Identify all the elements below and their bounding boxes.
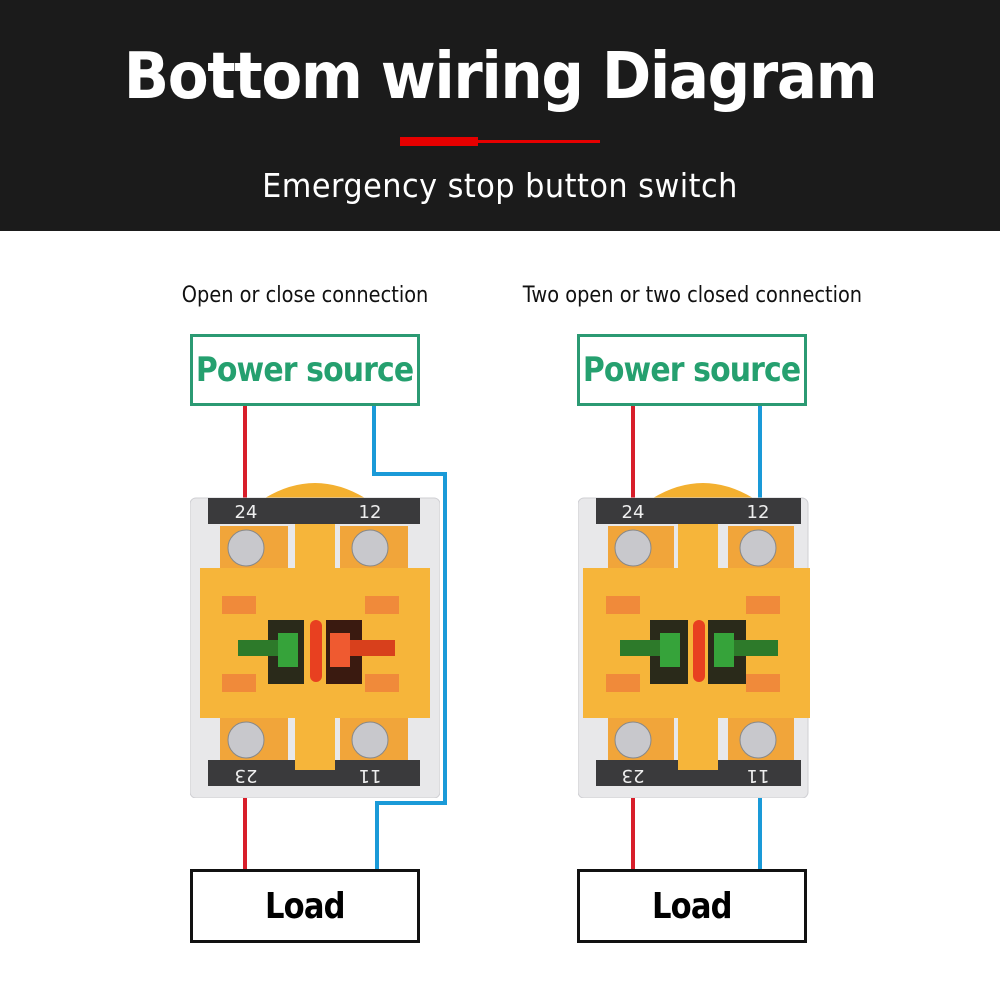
diagram-2-terminal-11: 11	[747, 765, 770, 786]
diagram-2-screw-23	[614, 721, 652, 759]
diagram-2-terminal-23: 23	[622, 765, 645, 786]
diagram-2-screw-24	[614, 529, 652, 567]
diagram-2-screw-11	[739, 721, 777, 759]
diagram-1-screw-24	[227, 529, 265, 567]
diagram-1-caption: Open or close connection	[181, 283, 429, 308]
diagram-1-terminal-12: 12	[359, 502, 382, 523]
diagram-2-switch-illustration: 24 12 23 11	[578, 483, 810, 798]
diagram-2-switch-block: 24 12 23 11	[578, 468, 828, 798]
diagram-1-switch-block: 24 12 23 11	[190, 468, 440, 798]
diagram-2-caption: Two open or two closed connection	[522, 283, 863, 308]
title-underline-accent	[400, 137, 478, 146]
diagram-1-terminal-23: 23	[235, 765, 258, 786]
diagram-2-terminal-24: 24	[622, 502, 645, 523]
diagram-1-screw-23	[227, 721, 265, 759]
diagram-1-blue-wire	[372, 406, 447, 869]
diagram-1-load-label: Load	[265, 885, 346, 927]
diagram-1-terminal-11: 11	[359, 765, 382, 786]
diagram-1-screw-11	[351, 721, 389, 759]
diagram-2-power-source-label: Power source	[583, 350, 801, 390]
header-banner: Bottom wiring Diagram Emergency stop but…	[0, 0, 1000, 231]
diagram-1-terminal-24: 24	[235, 502, 258, 523]
diagram-2-load-box: Load	[577, 869, 807, 943]
diagram-1-red-contact	[330, 633, 350, 667]
diagram-2-load-label: Load	[652, 885, 733, 927]
diagram-1-power-source-box: Power source	[190, 334, 420, 406]
diagram-2-screw-12	[739, 529, 777, 567]
diagram-1-switch-illustration: 24 12 23 11	[190, 483, 440, 798]
diagram-1-load-box: Load	[190, 869, 420, 943]
diagram-2-terminal-12: 12	[747, 502, 770, 523]
diagram-2-power-source-box: Power source	[577, 334, 807, 406]
diagram-1-green-contact	[278, 633, 298, 667]
diagram-1-power-source-label: Power source	[196, 350, 414, 390]
diagram-2-green-contact-right	[714, 633, 734, 667]
title-underline-line	[478, 140, 600, 143]
diagram-1-screw-12	[351, 529, 389, 567]
page-subtitle: Emergency stop button switch	[262, 166, 738, 205]
page-title: Bottom wiring Diagram	[123, 40, 878, 114]
diagram-2-green-contact-left	[660, 633, 680, 667]
